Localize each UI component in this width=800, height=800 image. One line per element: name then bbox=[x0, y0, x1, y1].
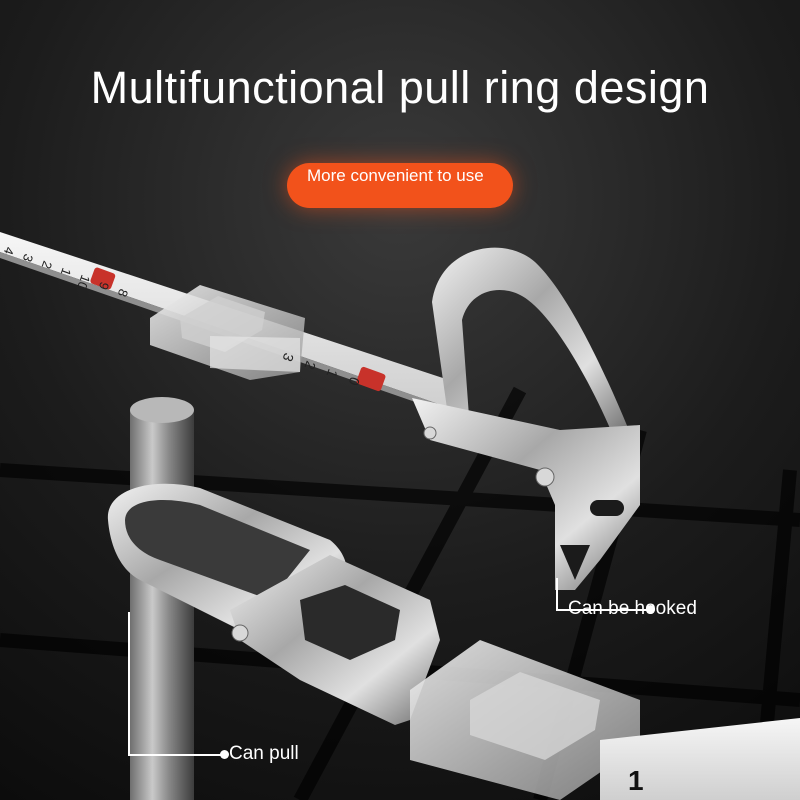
tape-mark: 1 bbox=[58, 266, 75, 278]
tape-mark: 1 bbox=[628, 765, 644, 796]
callout-hooked-line-v bbox=[556, 578, 558, 611]
callout-can-pull: Can pull bbox=[229, 743, 299, 764]
tape-mark: 10 bbox=[74, 273, 93, 292]
slider-upper bbox=[150, 285, 305, 380]
callout-pull-line-h bbox=[128, 754, 226, 756]
slider-lower bbox=[410, 640, 640, 800]
headline: Multifunctional pull ring design bbox=[90, 62, 710, 113]
callout-hooked-line-h bbox=[556, 609, 652, 611]
tape-mark: 2 bbox=[39, 259, 56, 271]
metal-pole bbox=[130, 397, 194, 800]
tape-lower bbox=[600, 718, 800, 800]
callout-pull-line-v bbox=[128, 612, 130, 756]
tape-mark: 8 bbox=[115, 287, 132, 299]
callout-pull-dot bbox=[220, 750, 229, 759]
tape-mark: 4 bbox=[1, 245, 18, 257]
callout-hooked-dot bbox=[646, 605, 655, 614]
hook-ring-upper bbox=[412, 247, 640, 590]
callout-can-be-hooked: Can be hooked bbox=[568, 598, 697, 619]
tape-mark: 9 bbox=[96, 280, 113, 292]
tape-mark: 3 bbox=[20, 252, 37, 264]
tape-corner-marks: 1 bbox=[628, 765, 644, 796]
pull-ring-lower bbox=[107, 483, 440, 725]
convenience-badge: More convenient to use bbox=[287, 163, 513, 208]
